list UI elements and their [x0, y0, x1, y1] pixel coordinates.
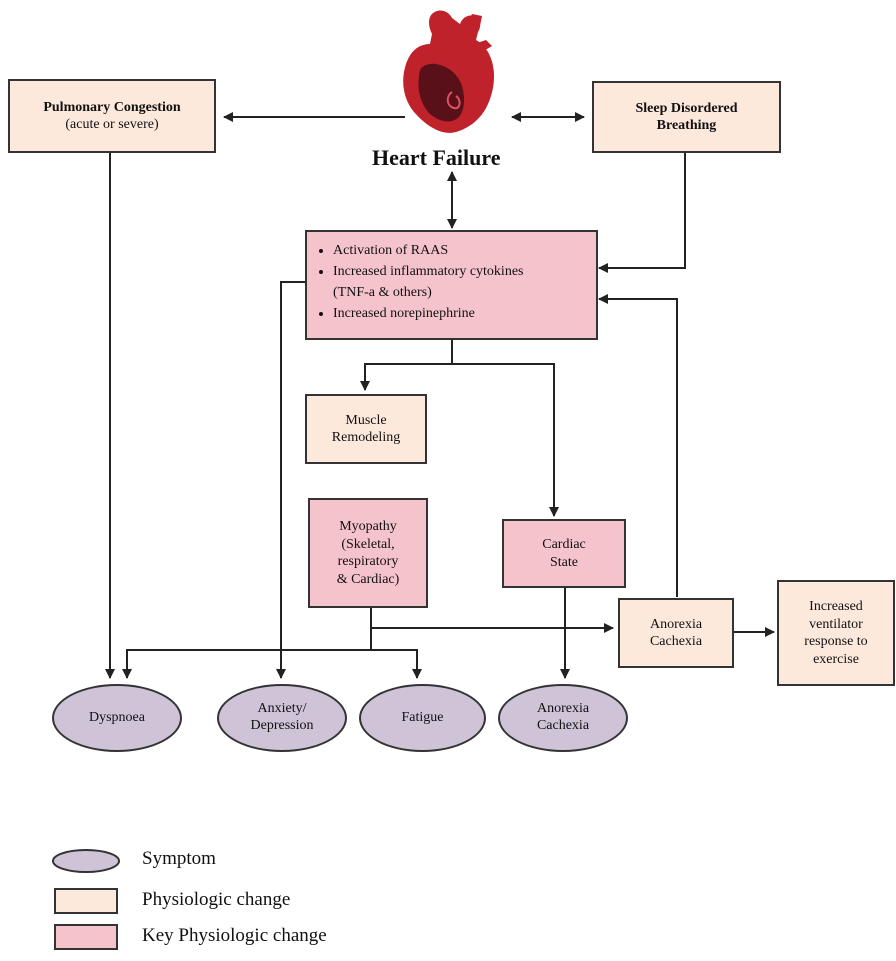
raas-item: Activation of RAAS: [333, 240, 523, 261]
cardiac-line2: State: [550, 554, 578, 570]
raas-item-continuation: (TNF-a & others): [333, 285, 432, 300]
anorexia-box-line1: Anorexia: [649, 616, 703, 632]
dyspnoea-label: Dyspnoea: [89, 709, 145, 725]
pulmonary-line1: Pulmonary Congestion: [43, 99, 181, 115]
arrow-raas-to-muscle: [360, 339, 453, 391]
symptom-anorexia-cachexia: Anorexia Cachexia: [498, 684, 628, 752]
arrow-raas-to-cardiac: [452, 363, 559, 517]
raas-list: Activation of RAAS Increased inflammator…: [317, 240, 523, 324]
legend-key-physiologic-swatch: [54, 924, 118, 950]
arrow-myopathy-to-fatigue: [371, 649, 422, 679]
cardiac-line1: Cardiac: [542, 537, 586, 552]
arrow-anorexia-to-raas: [598, 294, 678, 597]
cardiac-state-box: Cardiac State: [502, 519, 626, 588]
myopathy-line3: respiratory: [337, 554, 399, 569]
ventilator-line1: Increased: [809, 599, 863, 614]
anxiety-line2: Depression: [250, 718, 314, 733]
raas-item: Increased norepinephrine: [333, 303, 523, 324]
symptom-dyspnoea: Dyspnoea: [52, 684, 182, 752]
fatigue-label: Fatigue: [401, 709, 444, 725]
ventilator-line3: response to: [804, 634, 868, 649]
arrow-sleep-to-raas: [598, 153, 686, 273]
sleep-line2: Breathing: [656, 118, 717, 133]
arrow-raas-to-anxiety: [276, 281, 305, 679]
arrow-myopathy-to-anorexia-box: [370, 607, 614, 633]
raas-item: Increased inflammatory cytokines: [333, 261, 523, 282]
myopathy-line2: (Skeletal,: [341, 536, 395, 552]
heart-failure-title: Heart Failure: [372, 145, 501, 170]
sleep-disordered-breathing-box: Sleep Disordered Breathing: [592, 81, 781, 153]
legend-physiologic-swatch: [54, 888, 118, 914]
anorexia-box-line2: Cachexia: [649, 634, 703, 649]
myopathy-line1: Myopathy: [339, 519, 397, 534]
anorexia-line1: Anorexia: [536, 701, 590, 717]
symptom-anxiety-depression: Anxiety/ Depression: [217, 684, 347, 752]
anorexia-cachexia-box: Anorexia Cachexia: [618, 598, 734, 668]
heart-icon: [403, 10, 494, 133]
anxiety-line1: Anxiety/: [257, 701, 307, 717]
ventilator-line4: exercise: [813, 651, 859, 667]
ventilator-line2: ventilator: [809, 616, 863, 632]
symptom-fatigue: Fatigue: [359, 684, 486, 752]
muscle-line1: Muscle: [345, 412, 387, 428]
myopathy-box: Myopathy (Skeletal, respiratory & Cardia…: [308, 498, 428, 608]
ventilator-response-box: Increased ventilator response to exercis…: [777, 580, 895, 686]
sleep-line1: Sleep Disordered: [635, 100, 738, 116]
legend-symptom-label: Symptom: [142, 848, 216, 869]
neurohormonal-activation-box: Activation of RAAS Increased inflammator…: [305, 230, 598, 340]
pulmonary-congestion-box: Pulmonary Congestion (acute or severe): [8, 79, 216, 153]
anorexia-line2: Cachexia: [536, 718, 590, 733]
legend-symptom-swatch: [52, 849, 120, 873]
muscle-remodeling-box: Muscle Remodeling: [305, 394, 427, 464]
myopathy-line4: & Cardiac): [336, 571, 400, 587]
legend-key-physiologic-label: Key Physiologic change: [142, 925, 327, 946]
arrow-myopathy-to-dyspnoea: [122, 649, 371, 679]
muscle-line2: Remodeling: [331, 430, 401, 445]
legend-physiologic-label: Physiologic change: [142, 889, 291, 910]
pulmonary-line2: (acute or severe): [65, 117, 159, 132]
